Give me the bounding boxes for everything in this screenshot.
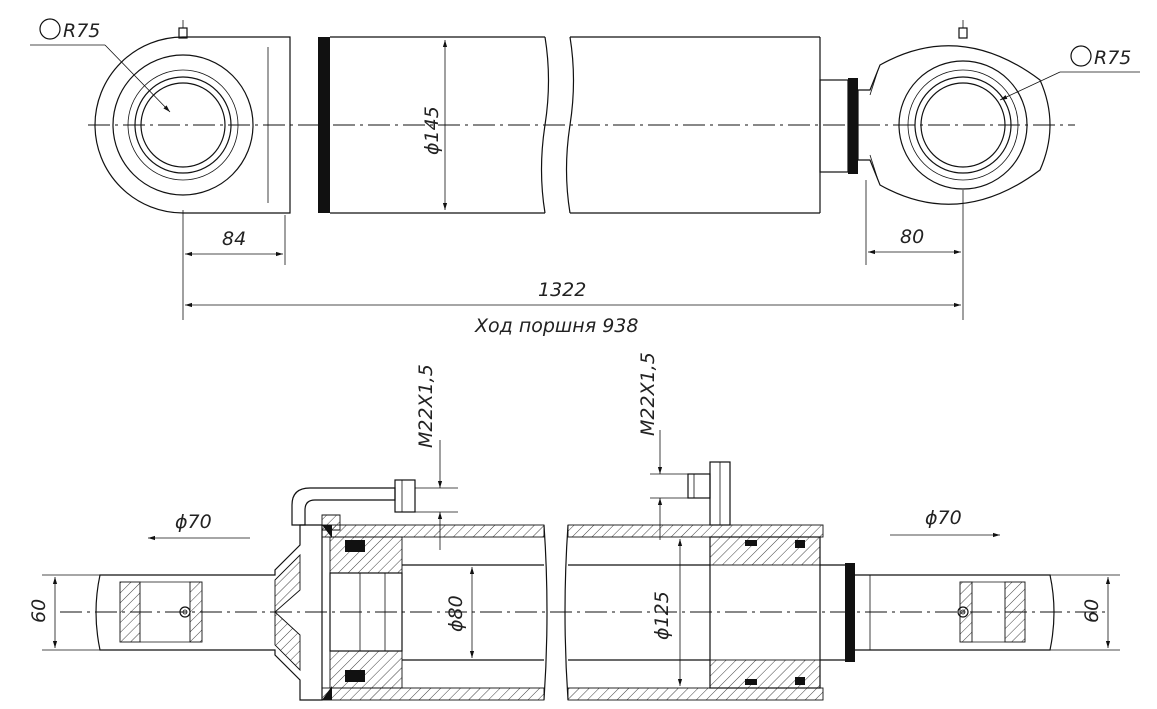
right-eye-offset-dim: 80: [865, 180, 964, 320]
right-pin-diameter-label: ϕ70: [925, 507, 962, 529]
right-pin-diameter-dim: ϕ70: [890, 507, 1000, 538]
rod-diameter-dim: ϕ80: [445, 567, 475, 658]
radius-symbol-icon: [39, 18, 61, 40]
section-view: M22X1,5 M22X1,5 ϕ70 ϕ70 ϕ80 ϕ125: [28, 352, 1120, 701]
left-eye: [94, 20, 291, 214]
right-eye-offset-label: 80: [900, 226, 924, 248]
bore-diameter-label: ϕ125: [651, 591, 673, 640]
barrel-left: [318, 36, 550, 214]
barrel-diameter-dim: ϕ145: [421, 40, 448, 210]
barrel-right: [565, 36, 821, 214]
barrel-diameter-label: ϕ145: [421, 106, 443, 155]
left-eye-offset-label: 84: [222, 228, 246, 250]
left-pin-diameter-dim: ϕ70: [148, 511, 250, 541]
right-eye-width-label: 60: [1081, 599, 1103, 623]
radius-left-label: R75: [63, 20, 100, 42]
left-eye-width-label: 60: [28, 599, 50, 623]
right-port-fitting: [687, 461, 731, 526]
radius-symbol-icon: [1070, 45, 1092, 67]
right-rod-eye-section: [855, 574, 1055, 651]
overall-length-dim: 1322 Ход поршня 938: [185, 279, 961, 337]
stroke-label: Ход поршня 938: [474, 315, 638, 337]
right-port-thread-dim: M22X1,5: [637, 352, 688, 540]
barrel-section-left: [321, 524, 548, 701]
barrel-section-right: [564, 524, 855, 701]
rod-diameter-label: ϕ80: [445, 595, 467, 632]
overall-length-label: 1322: [538, 279, 586, 301]
left-eye-width-dim: 60: [28, 574, 100, 651]
right-eye-width-dim: 60: [1050, 574, 1120, 651]
left-port-thread-label: M22X1,5: [415, 364, 437, 448]
radius-left-callout: R75: [30, 18, 171, 113]
left-clevis-section: [95, 524, 323, 701]
left-pin-diameter-label: ϕ70: [175, 511, 212, 533]
left-port-thread-dim: M22X1,5: [415, 364, 458, 550]
radius-right-callout: R75: [999, 45, 1140, 101]
right-eye: [819, 20, 1051, 205]
right-port-thread-label: M22X1,5: [637, 352, 659, 436]
bore-diameter-dim: ϕ125: [651, 539, 683, 686]
top-view: R75 R75 ϕ145 84 80: [30, 18, 1140, 337]
left-eye-offset-dim: 84: [182, 210, 286, 320]
radius-right-label: R75: [1094, 47, 1131, 69]
left-port-fitting: [291, 479, 416, 531]
